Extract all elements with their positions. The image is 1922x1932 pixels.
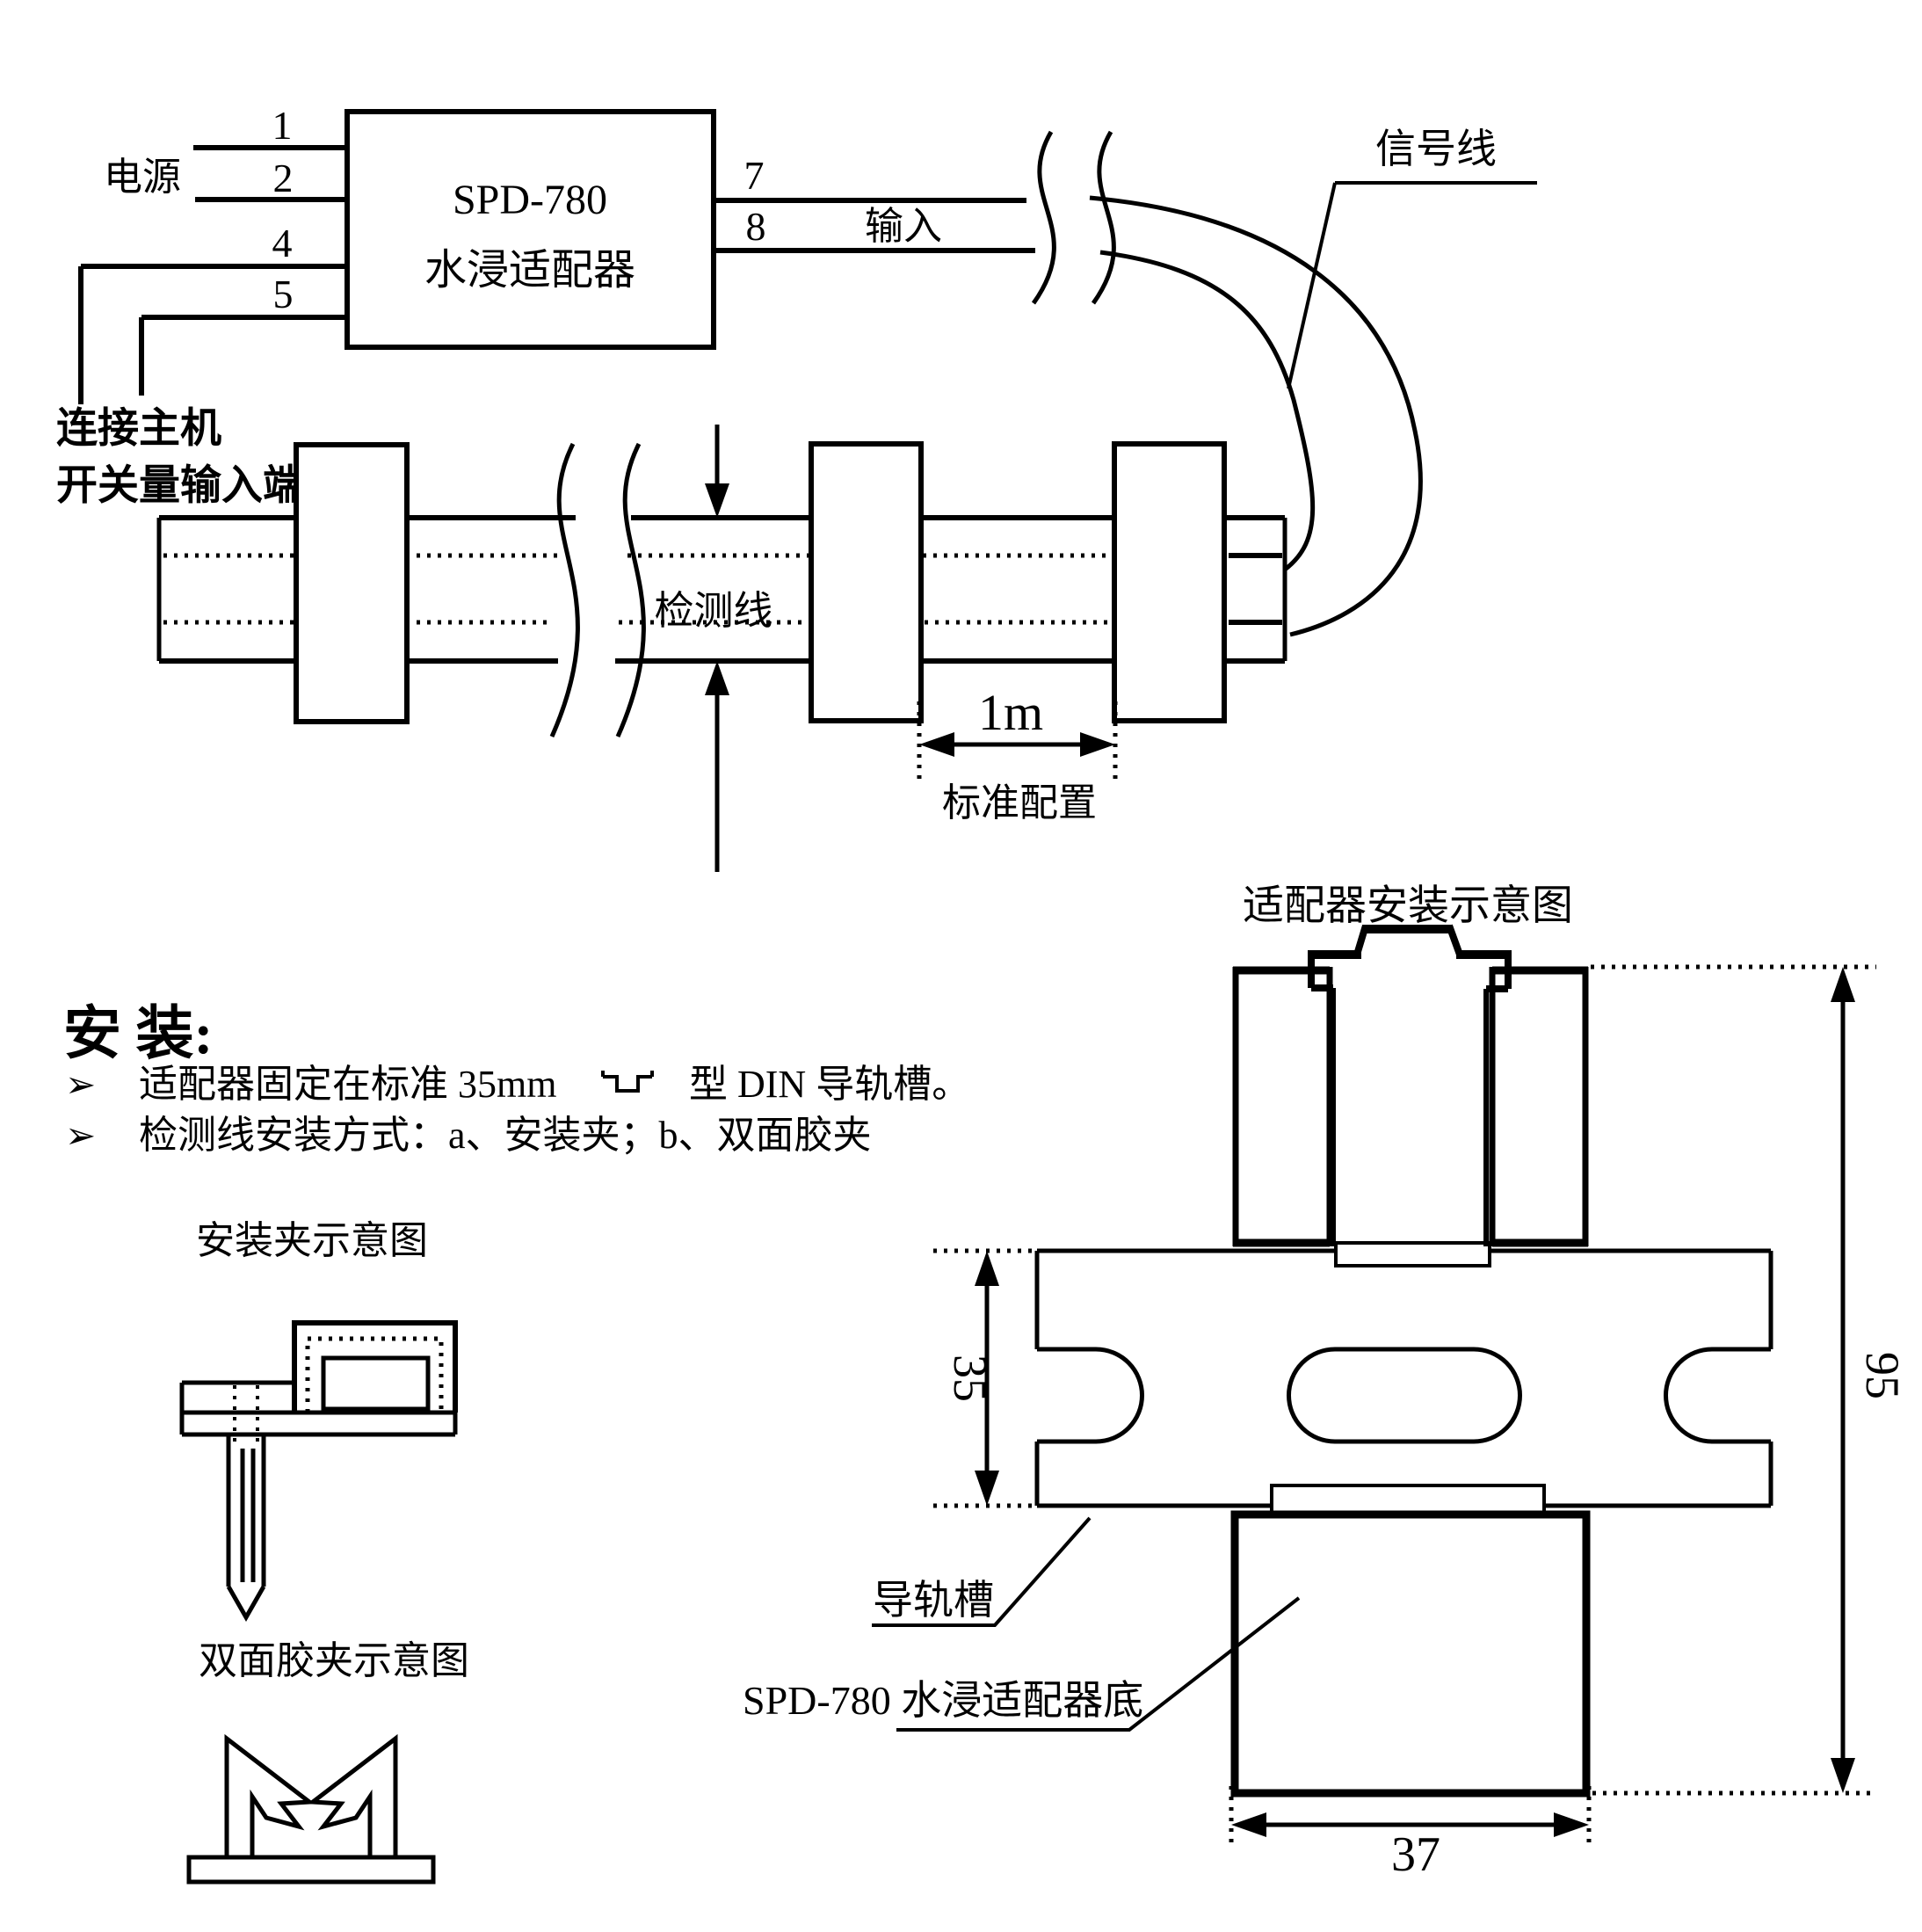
pin2-label: 2 <box>273 156 294 200</box>
dim-35-arrow-bottom <box>975 1471 999 1506</box>
dim-1m-label: 1m <box>978 684 1043 741</box>
dim-35-extension-lines <box>933 1248 1035 1508</box>
wire-break-curve-right <box>1091 130 1116 305</box>
dim-35-label: 35 <box>944 1355 997 1402</box>
clip-bar <box>179 1380 458 1437</box>
input-label: 输入 <box>865 205 942 248</box>
adhesive-base-plate <box>186 1855 436 1885</box>
signal-cable-outer-curve <box>1089 195 1423 637</box>
right-wing-verticals <box>1489 967 1589 1246</box>
thickness-arrow-top-head <box>705 483 729 518</box>
clip-block-outline <box>292 1320 458 1413</box>
dim-95-label: 95 <box>1856 1352 1909 1399</box>
dim-37-arrow-right <box>1554 1812 1589 1837</box>
rail-right-slot-notch <box>1664 1347 1771 1444</box>
signal-line-label: 信号线 <box>1375 127 1497 171</box>
adhesive-right-prong <box>307 1733 398 1857</box>
bullet1-marker-icon: ➢ <box>65 1065 96 1106</box>
adhesive-diagram: 双面胶夹示意图 <box>186 1639 469 1885</box>
cable-clamp-1 <box>294 442 410 724</box>
bullet1-text-post: 型 DIN 导轨槽。 <box>689 1063 970 1106</box>
signal-line-leader <box>1287 182 1337 389</box>
adapter-box-title: SPD-780 <box>453 177 607 223</box>
install-heading: 安 装: <box>63 1002 213 1066</box>
clip-screw-hidden-dotted <box>233 1385 259 1449</box>
thickness-arrow-bottom-head <box>705 661 729 695</box>
right-wing-horizontals <box>1492 966 1588 1247</box>
mounting-diagram: 适配器安装示意图 35 95 <box>743 883 1909 1882</box>
cable-clamp-2 <box>809 441 924 723</box>
host-label-line2: 开关量输入端 <box>56 463 304 509</box>
signal-cable: 信号线 <box>1089 127 1537 637</box>
adapter-bottom-box <box>1230 1510 1591 1798</box>
dim-1m-arrow-right <box>1080 732 1115 757</box>
cable-wire-end-segments <box>1229 553 1282 625</box>
detect-line-label: 检测线 <box>654 589 772 633</box>
dim-95-arrow-top <box>1831 967 1855 1002</box>
cable-clamp-3 <box>1112 441 1227 723</box>
install-section: 安 装: ➢ 适配器固定在标准 35mm 型 DIN 导轨槽。 ➢ 检测线安装方… <box>63 1002 970 1157</box>
pin7-label: 7 <box>744 153 765 198</box>
adapter-box-subtitle: 水浸适配器 <box>424 247 635 294</box>
adapter-top-latch-tab <box>1334 1241 1491 1267</box>
rail-groove-leader <box>872 1516 1092 1627</box>
din-rail-profile-icon <box>601 1071 654 1093</box>
dim-95-arrow-bottom <box>1831 1758 1855 1793</box>
pin5-label: 5 <box>273 272 294 316</box>
clip-screw <box>226 1434 266 1623</box>
dim-35-arrow-top <box>975 1251 999 1286</box>
detection-cable-assembly: 检测线 1m 标准配置 <box>156 425 1287 872</box>
pin8-label: 8 <box>746 204 766 249</box>
dim-1m-extension-lines <box>917 701 1118 781</box>
dim-1m-arrow-left <box>919 732 954 757</box>
adapter-center-column <box>1331 988 1489 1246</box>
adhesive-diagram-title: 双面胶夹示意图 <box>199 1639 469 1682</box>
pin4-wire <box>78 264 347 404</box>
adapter-bottom-latch-tab <box>1270 1484 1546 1515</box>
cable-break-curve-left <box>549 442 580 738</box>
mounting-title: 适配器安装示意图 <box>1243 883 1573 929</box>
bullet2-marker-icon: ➢ <box>65 1116 96 1157</box>
dim-37-label: 37 <box>1391 1827 1440 1882</box>
adhesive-left-prong <box>224 1733 315 1857</box>
cable-break-curve-right <box>615 442 646 738</box>
pin1-label: 1 <box>272 103 293 148</box>
wiring-diagram: SPD-780 水浸适配器 1 2 4 5 电源 连接主机 开关量输入端 7 8… <box>56 103 1116 509</box>
dim-37-arrow-left <box>1231 1812 1266 1837</box>
host-label-line1: 连接主机 <box>56 406 221 452</box>
adapter-shoulder-steps <box>1311 984 1508 992</box>
pin4-label: 4 <box>272 221 293 265</box>
wire-break-curve-left <box>1031 130 1056 305</box>
adapter-bottom-label: SPD-780 水浸适配器底 <box>743 1678 1143 1723</box>
bullet1-text-pre: 适配器固定在标准 35mm <box>139 1063 556 1106</box>
adapter-cap-slants <box>1353 924 1463 956</box>
clip-block-dotted-inner <box>305 1336 444 1413</box>
bullet2-text: 检测线安装方式：a、安装夹；b、双面胶夹 <box>139 1114 872 1157</box>
left-wing-verticals <box>1232 967 1333 1246</box>
signal-cable-inner-curve <box>1099 250 1316 571</box>
pin5-wire <box>139 315 347 396</box>
clip-diagram-title: 安装夹示意图 <box>196 1219 428 1262</box>
adapter-box <box>345 109 716 350</box>
clip-block-inner-rect <box>321 1355 431 1412</box>
rail-left-slot-notch <box>1037 1347 1144 1444</box>
power-label: 电源 <box>104 156 181 199</box>
rail-groove-label: 导轨槽 <box>873 1578 994 1623</box>
clip-diagram: 安装夹示意图 <box>179 1219 458 1623</box>
std-config-label: 标准配置 <box>942 781 1097 824</box>
left-wing-horizontals <box>1233 966 1330 1247</box>
rail-center-slot <box>1287 1347 1522 1444</box>
adapter-bottom-leader <box>896 1596 1301 1732</box>
dim-95-extension-lines <box>1591 964 1876 1796</box>
